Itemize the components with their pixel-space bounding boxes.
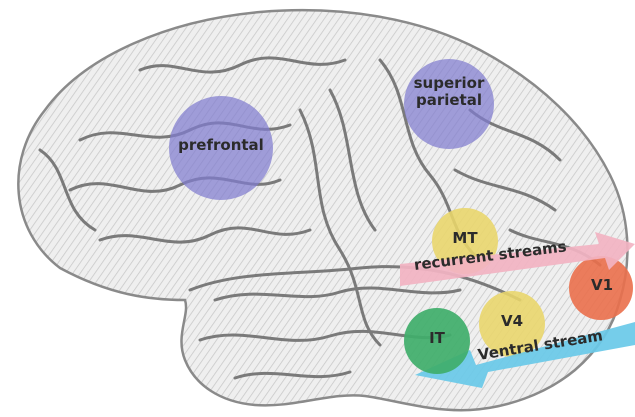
mt-label: MT — [440, 230, 490, 247]
superior-parietal-line1: superior — [395, 75, 503, 92]
v4-label: V4 — [488, 313, 536, 330]
v1-label: V1 — [580, 277, 624, 294]
superior-parietal-label: superior parietal — [395, 75, 503, 110]
it-label: IT — [414, 330, 460, 347]
superior-parietal-line2: parietal — [395, 92, 503, 109]
prefrontal-label: prefrontal — [166, 137, 276, 154]
